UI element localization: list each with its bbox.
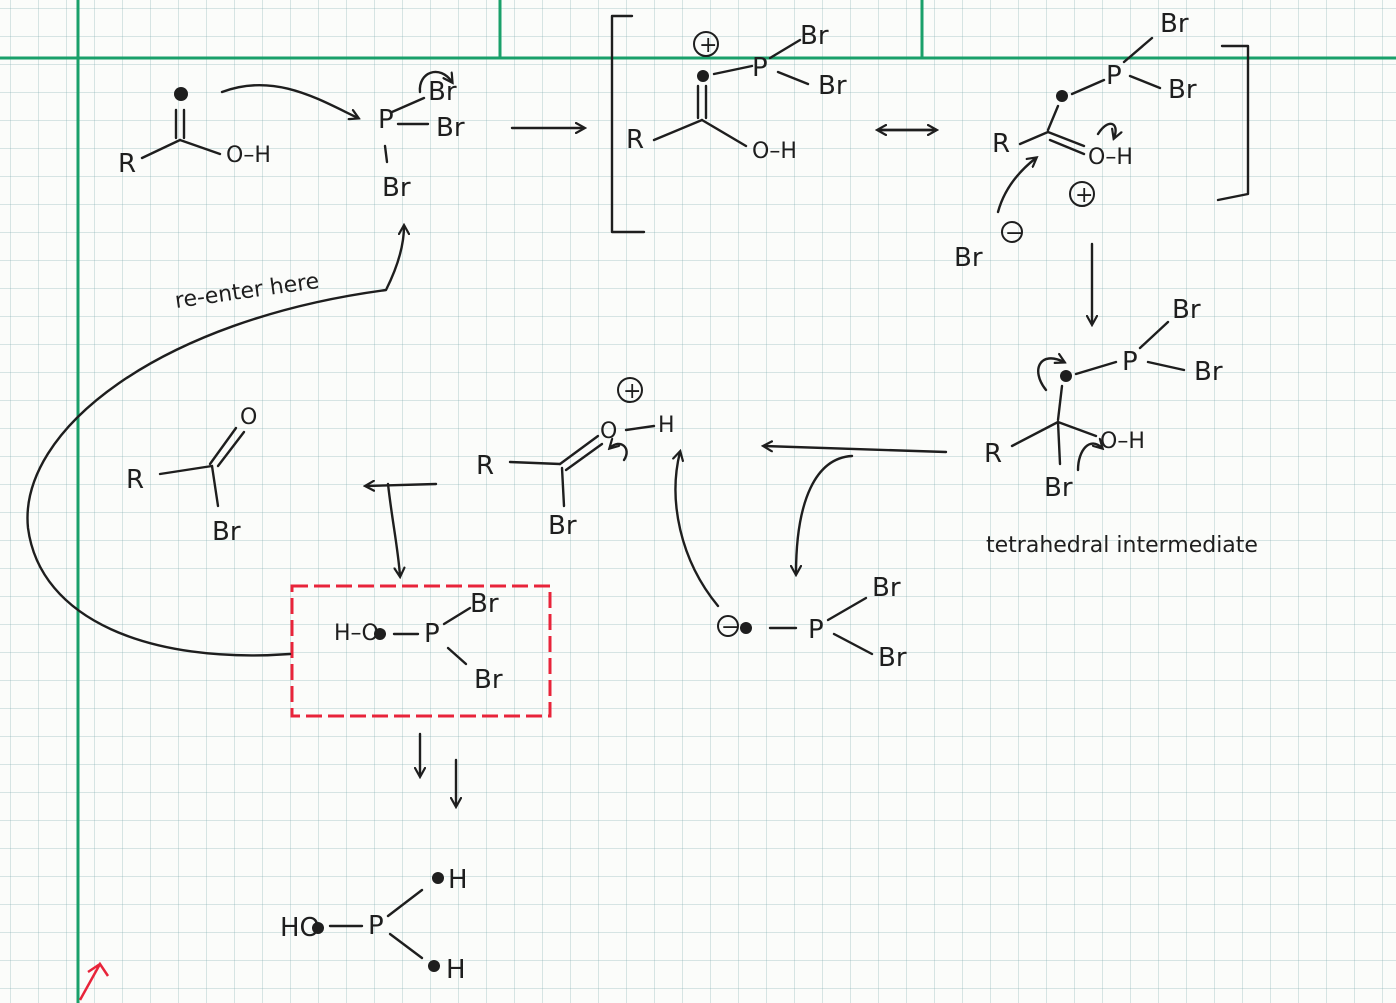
bracket-right bbox=[1216, 44, 1250, 202]
r-label: R bbox=[992, 129, 1010, 159]
o-label: O bbox=[600, 419, 617, 444]
bromide-ion: Br − bbox=[954, 158, 1036, 273]
br-label: Br bbox=[1168, 75, 1197, 105]
oh-label: O–H bbox=[752, 139, 797, 164]
protonated-acyl-bromide: + R O H Br bbox=[476, 377, 675, 541]
r-label: R bbox=[126, 465, 144, 495]
o-label: O bbox=[240, 405, 257, 430]
pbr3: P Br Br Br bbox=[378, 70, 465, 203]
reaction-arrow-3 bbox=[764, 446, 948, 454]
reaction-arrow-4 bbox=[366, 484, 438, 486]
red-corner-mark bbox=[78, 961, 110, 1001]
br-label: Br bbox=[1044, 473, 1073, 503]
p-label: P bbox=[378, 105, 394, 135]
proton-transfer-arrow bbox=[386, 482, 400, 576]
resonance-form-1: + P Br Br R O–H bbox=[626, 21, 847, 164]
br-label: Br bbox=[818, 71, 847, 101]
plus-charge: + bbox=[1075, 183, 1093, 208]
dibromophosphite-anion: − P Br Br bbox=[717, 573, 907, 673]
br-label: Br bbox=[212, 517, 241, 547]
r-label: R bbox=[476, 451, 494, 481]
carboxylic-acid: R O–H bbox=[118, 87, 271, 179]
p-label: P bbox=[424, 619, 440, 649]
br-label: Br bbox=[1194, 357, 1223, 387]
lone-pair-dot bbox=[174, 87, 188, 101]
phosphorous-acid: HO P H H bbox=[280, 865, 468, 985]
h-label: H bbox=[446, 955, 466, 985]
br-label: Br bbox=[1160, 9, 1189, 39]
br-label: Br bbox=[872, 573, 901, 603]
bracket-left bbox=[610, 14, 646, 234]
deprotonation-arrow bbox=[676, 452, 720, 608]
br-label: Br bbox=[878, 643, 907, 673]
re-enter-arrow bbox=[26, 226, 404, 657]
p-label: P bbox=[808, 615, 824, 645]
p-label: P bbox=[368, 911, 384, 941]
minus-charge: − bbox=[1005, 221, 1023, 246]
tetrahedral-caption: tetrahedral intermediate bbox=[986, 533, 1258, 558]
plus-charge: + bbox=[699, 33, 717, 58]
highlight-box bbox=[290, 584, 552, 718]
br-label-bottom: Br bbox=[382, 173, 411, 203]
br-label-right: Br bbox=[436, 113, 465, 143]
acyl-bromide-product: O R Br bbox=[126, 405, 257, 547]
p-label: P bbox=[752, 53, 768, 83]
br-label: Br bbox=[800, 21, 829, 51]
br-label: Br bbox=[1172, 295, 1201, 325]
h-label: H bbox=[448, 865, 468, 895]
ho-label: H–O bbox=[334, 621, 379, 646]
p-label: P bbox=[1122, 347, 1138, 377]
p-label: P bbox=[1106, 61, 1122, 91]
tetrahedral-intermediate: P Br Br R O–H Br tetrahedral intermediat… bbox=[984, 295, 1258, 558]
leaving-group-arrow bbox=[796, 454, 854, 574]
resonance-form-2: P Br Br R O–H + bbox=[992, 9, 1197, 208]
plus-charge: + bbox=[623, 379, 641, 404]
hopbr2: H–O P Br Br bbox=[334, 589, 503, 695]
br-label: Br bbox=[548, 511, 577, 541]
minus-charge: − bbox=[721, 615, 739, 640]
r-label: R bbox=[626, 125, 644, 155]
br-label: Br bbox=[954, 243, 983, 273]
r-label: R bbox=[984, 439, 1002, 469]
oh-label: O–H bbox=[226, 143, 271, 168]
oh-label: O–H bbox=[1088, 145, 1133, 170]
oh-label: O–H bbox=[1100, 429, 1145, 454]
h-label: H bbox=[658, 413, 675, 438]
attack-arrow bbox=[220, 83, 358, 118]
br-label: Br bbox=[474, 665, 503, 695]
r-label: R bbox=[118, 149, 136, 179]
br-label: Br bbox=[470, 589, 499, 619]
